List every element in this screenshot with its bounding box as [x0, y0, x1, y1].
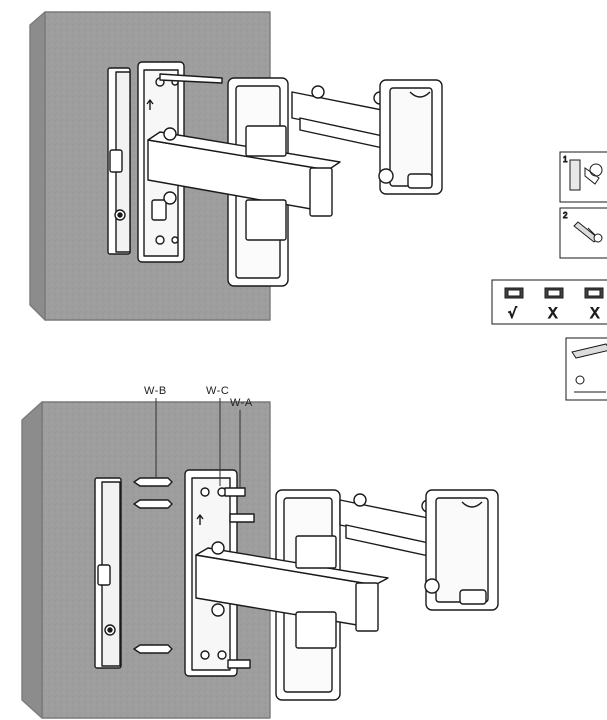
bottom-screws	[224, 487, 255, 669]
top-wall-face	[29, 11, 46, 321]
step-2-box	[559, 207, 607, 259]
step-1-number: 1	[563, 155, 568, 164]
top-screwdriver	[159, 73, 223, 84]
bottom-second-arm	[339, 493, 439, 559]
bottom-vesa-bracket	[424, 489, 499, 611]
step-1-box	[559, 151, 607, 203]
top-view	[29, 11, 443, 321]
label-w-a: W-A	[230, 397, 253, 409]
top-second-arm	[291, 85, 393, 151]
level-box	[491, 279, 607, 325]
drill-box	[565, 337, 607, 401]
top-arm	[147, 125, 341, 241]
top-rail	[107, 67, 131, 255]
level-mark-ok: √	[508, 306, 517, 322]
level-mark-bad-1: X	[548, 306, 558, 322]
step-2-number: 2	[563, 211, 568, 220]
callout-lines	[155, 398, 241, 488]
label-w-c: W-C	[206, 385, 229, 397]
level-mark-bad-2: X	[590, 306, 600, 322]
bottom-rail	[94, 477, 122, 669]
side-panel: 1 2 √ X X	[491, 151, 607, 401]
bottom-view	[21, 398, 499, 719]
bottom-arm	[195, 535, 389, 649]
top-vesa-bracket	[378, 79, 443, 195]
bottom-anchors	[133, 477, 173, 654]
bottom-wall-face	[21, 401, 43, 719]
label-w-b: W-B	[144, 385, 167, 397]
